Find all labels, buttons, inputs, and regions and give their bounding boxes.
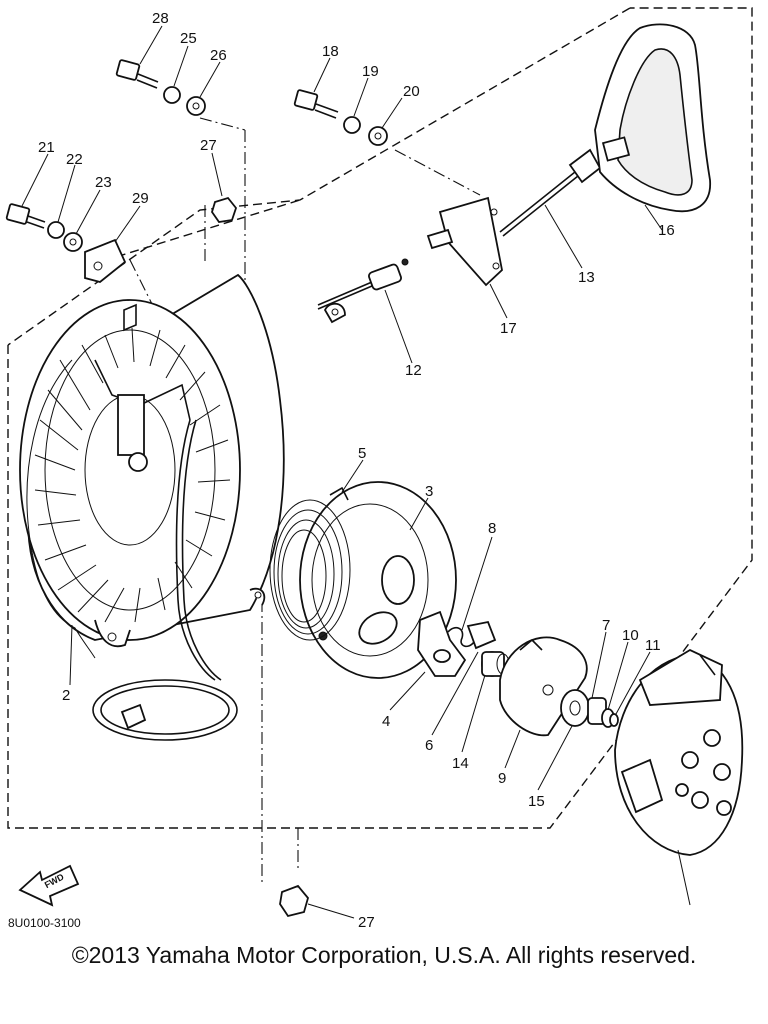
wire-harness — [92, 419, 238, 741]
part-label-25: 25 — [180, 30, 197, 47]
pawl-spring-part-8 — [447, 620, 497, 650]
cable-bracket-part-17 — [426, 196, 503, 287]
pull-handle-part-16 — [594, 23, 711, 213]
washer-part-23 — [63, 232, 83, 252]
washer-part-20 — [368, 126, 388, 146]
pulley-part-3 — [299, 481, 457, 679]
part-label-23: 23 — [95, 174, 112, 191]
part-label-24: 28 — [152, 10, 169, 27]
bolt-part-21 — [5, 203, 46, 229]
nut-part-27-lower — [279, 884, 309, 918]
starter-cover-part-29 — [614, 648, 744, 856]
nut-part-27-upper — [211, 196, 238, 223]
collar-part-14 — [481, 651, 510, 677]
part-label-3: 3 — [425, 483, 433, 500]
reference-code: 8U0100-3100 — [8, 916, 81, 930]
bolt-part-24 — [115, 59, 159, 89]
spring-washer-part-19 — [343, 116, 361, 134]
spring-washer-part-25 — [163, 86, 181, 104]
part-label-11: 11 — [645, 637, 661, 654]
part-label-14: 14 — [452, 755, 469, 772]
leader-lines — [21, 25, 691, 919]
part-label-10: 10 — [622, 627, 639, 644]
pawl-part-4 — [417, 610, 467, 677]
spring-washer-part-22 — [47, 221, 65, 239]
part-label-5: 5 — [358, 445, 366, 462]
part-label-8: 8 — [488, 520, 496, 537]
part-label-18: 18 — [322, 43, 339, 60]
part-label-21: 21 — [38, 139, 55, 156]
part-label-15: 15 — [528, 793, 545, 810]
plate-part-28 — [84, 238, 127, 283]
part-label-9: 9 — [498, 770, 506, 787]
starter-cable-part-12 — [317, 258, 409, 310]
part-label-16: 16 — [658, 222, 675, 239]
part-label-28: 29 — [132, 190, 149, 207]
part-label-22: 22 — [66, 151, 83, 168]
fwd-arrow-icon — [18, 864, 80, 907]
part-label-4: 4 — [382, 713, 390, 730]
cable-part-13 — [499, 148, 602, 237]
washer-part-26 — [186, 96, 206, 116]
recoil-spring-part-5 — [269, 486, 351, 641]
part-label-7: 7 — [602, 617, 610, 634]
part-label-27-upper: 27 — [200, 137, 217, 154]
part-label-19: 19 — [362, 63, 379, 80]
starter-case-part-2 — [19, 273, 346, 659]
part-label-17: 17 — [500, 320, 517, 337]
part-label-6: 6 — [425, 737, 433, 754]
copyright-notice: ©2013 Yamaha Motor Corporation, U.S.A. A… — [71, 942, 697, 968]
part-label-26: 26 — [210, 47, 227, 64]
part-label-2: 2 — [62, 687, 70, 704]
recoil-starter-exploded-diagram: 28 25 26 18 19 20 21 22 23 29 27 16 13 1… — [5, 7, 753, 931]
bolt-part-18 — [293, 89, 339, 119]
part-labels: 28 25 26 18 19 20 21 22 23 29 27 16 13 1… — [8, 10, 675, 931]
part-label-12: 12 — [405, 362, 422, 379]
drive-plate-part-9 — [499, 636, 588, 737]
part-label-27-lower: 27 — [358, 914, 375, 931]
part-label-20: 20 — [403, 83, 420, 100]
washer-stack — [560, 689, 619, 728]
part-label-13: 13 — [578, 269, 595, 286]
